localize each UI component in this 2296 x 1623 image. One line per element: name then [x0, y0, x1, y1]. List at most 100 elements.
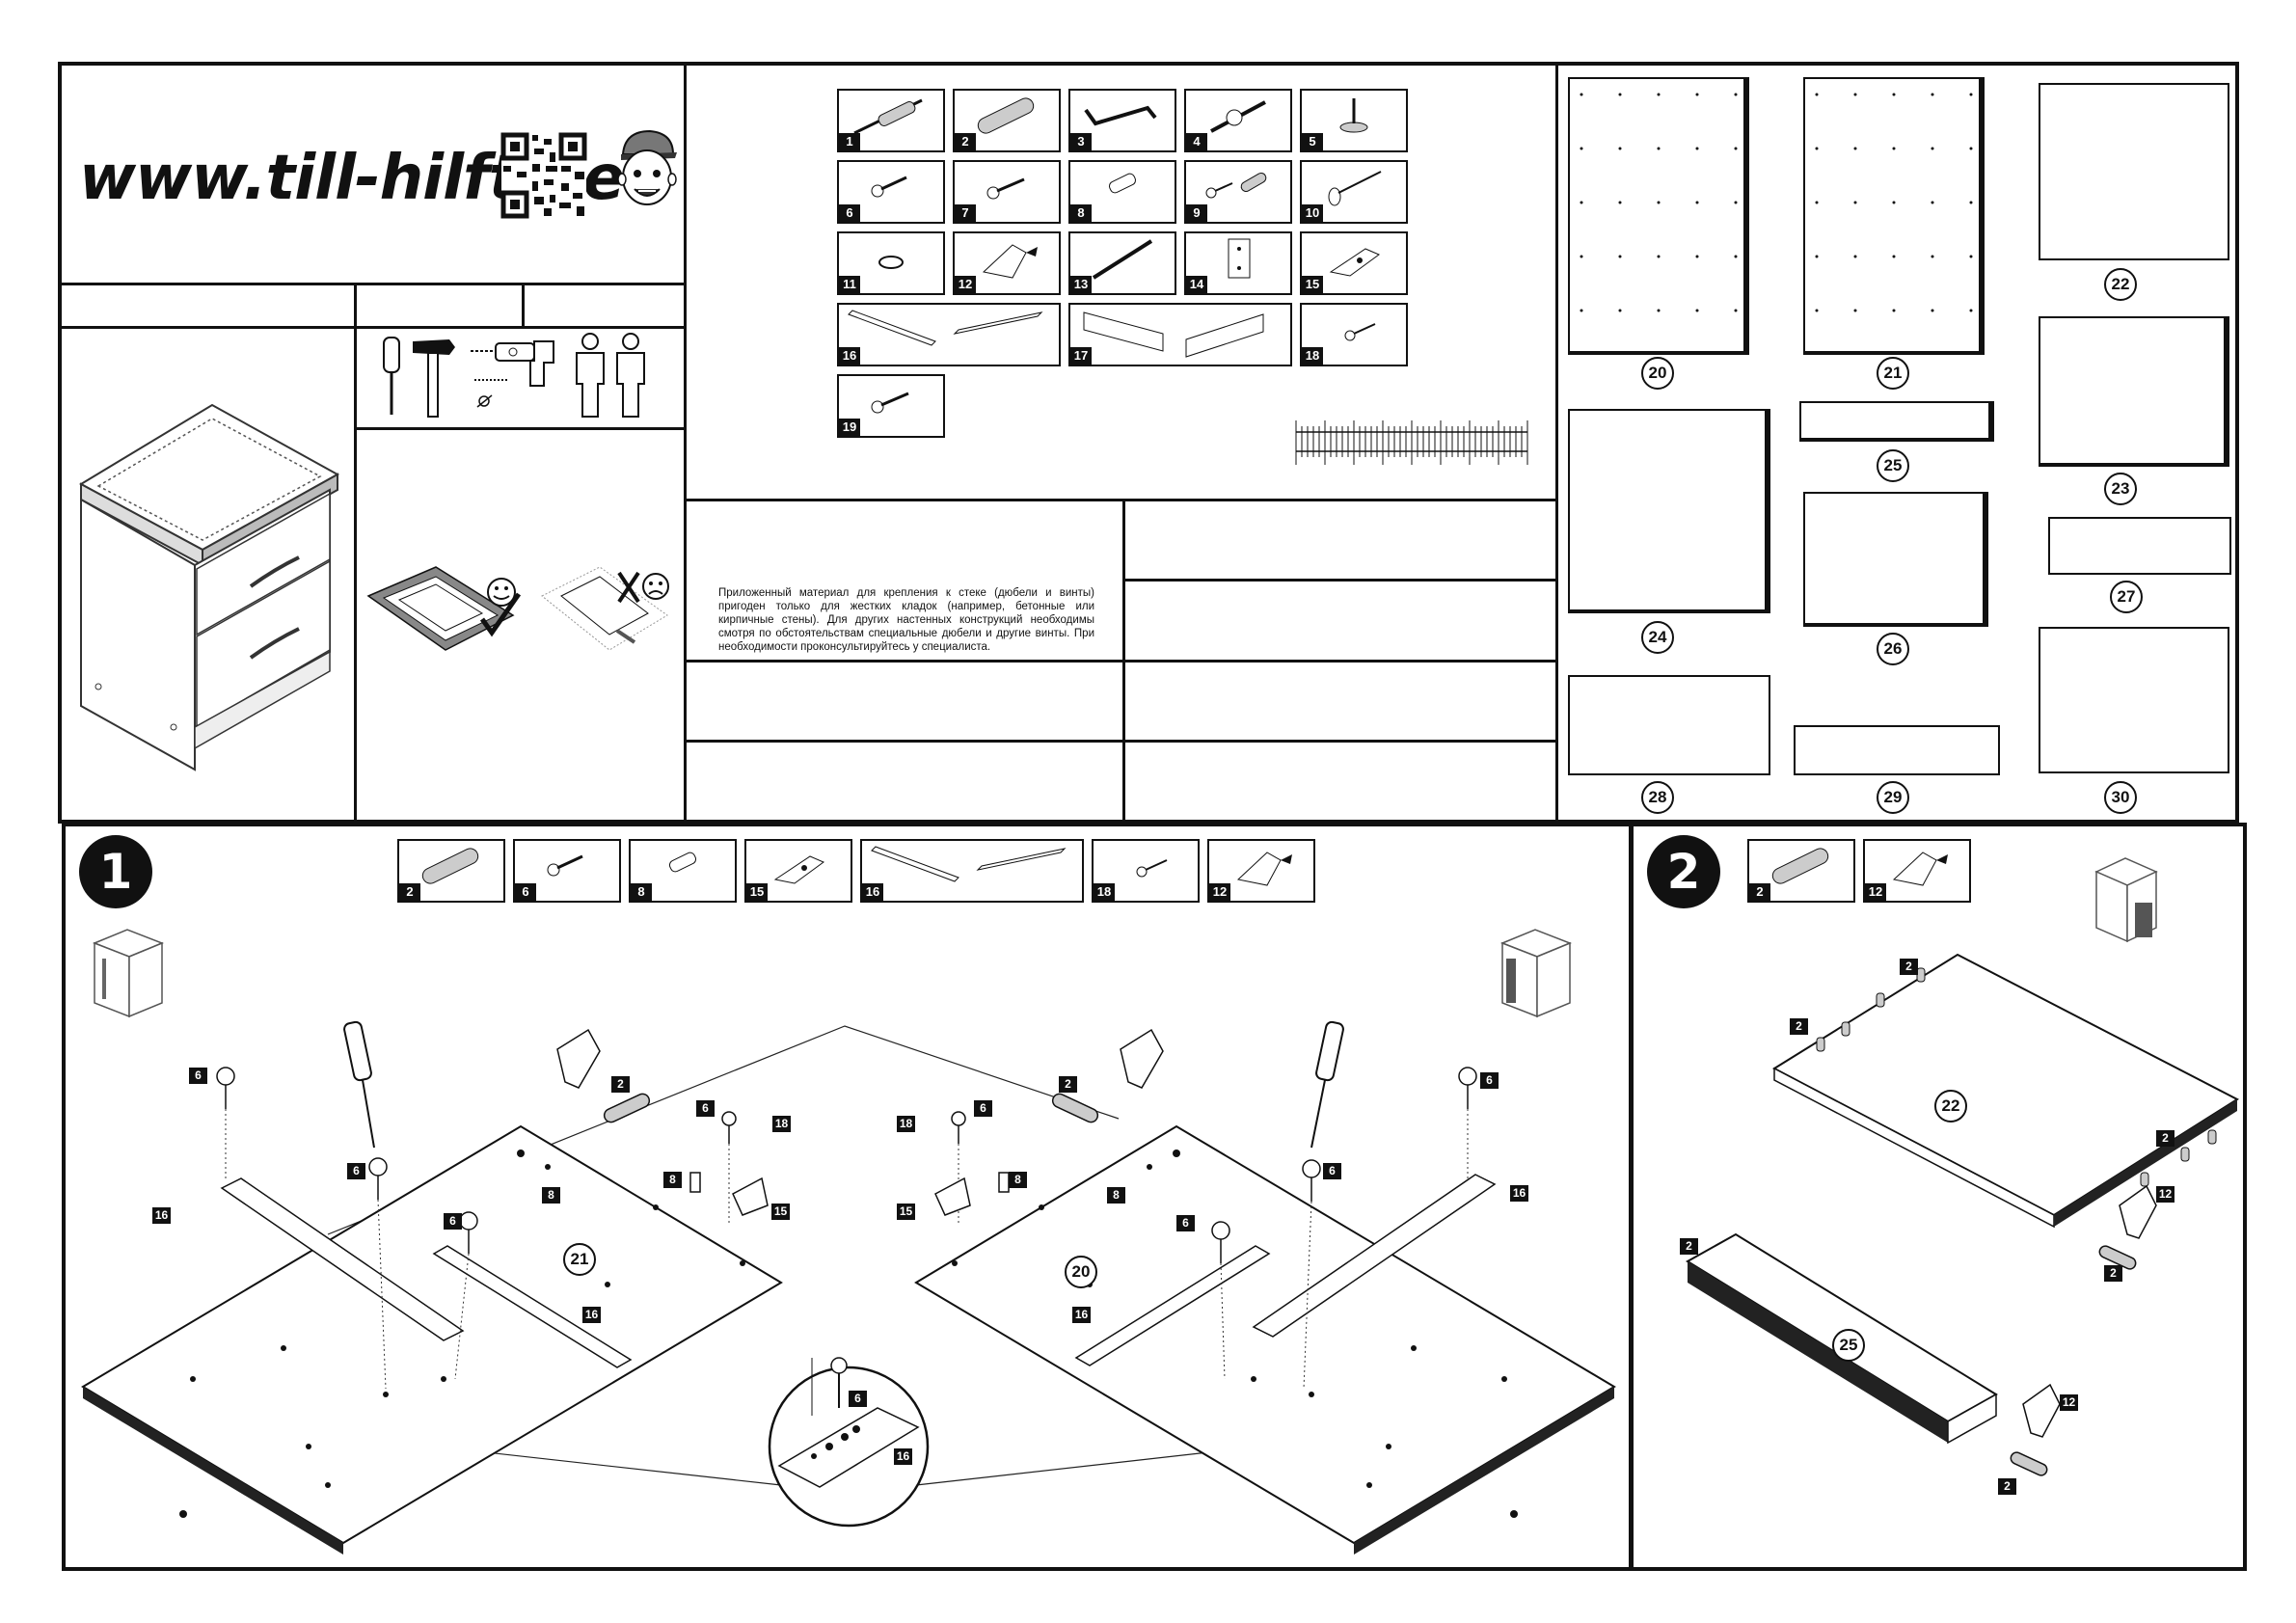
panel-21: [1803, 77, 1985, 355]
hardware-part-17: 17: [1068, 303, 1292, 366]
step-1-part-6: 6: [513, 839, 621, 903]
part-number: 9: [1186, 204, 1207, 222]
part-number: 8: [631, 883, 652, 901]
step-2-assembly-drawing: [1686, 857, 2240, 1476]
hardware-part-7: 7: [953, 160, 1061, 224]
callout-part-8: 8: [663, 1172, 682, 1188]
step-1-panel-label: 21: [563, 1243, 596, 1276]
callout-part-16: 16: [152, 1207, 171, 1224]
nail-icon: [1328, 171, 1382, 206]
panel-number-26: 26: [1877, 633, 1909, 665]
step-2-panel-label: 22: [1934, 1090, 1967, 1123]
carpet-ok-icon: [366, 566, 522, 651]
panel-number-28: 28: [1641, 781, 1674, 814]
part-number: 18: [1302, 347, 1323, 365]
callout-part-6: 6: [1480, 1072, 1499, 1089]
drill-icon: [471, 340, 554, 408]
callout-part-8: 8: [1107, 1187, 1125, 1204]
callout-part-6: 6: [696, 1100, 715, 1117]
callout-part-2: 2: [2156, 1130, 2174, 1147]
callout-part-2: 2: [1790, 1018, 1808, 1035]
step-2-part-12: 12: [1863, 839, 1971, 903]
hardware-part-19: 19: [837, 374, 945, 438]
callout-part-2: 2: [1680, 1238, 1698, 1255]
callout-part-6: 6: [444, 1213, 462, 1230]
callout-part-2: 2: [1900, 959, 1918, 975]
divider: [522, 284, 525, 326]
callout-part-16: 16: [1510, 1185, 1528, 1202]
hardware-part-5: 5: [1300, 89, 1408, 152]
handle-icon: [1084, 105, 1157, 126]
part-number: 17: [1070, 347, 1092, 365]
panel-23: [2039, 316, 2229, 467]
panel-22: [2039, 83, 2229, 260]
ruler-icon: [1295, 420, 1528, 465]
hardware-part-18: 18: [1300, 303, 1408, 366]
callout-part-12: 12: [2156, 1186, 2174, 1203]
step-1-panel-label: 20: [1065, 1256, 1097, 1288]
top-section-frame: [58, 62, 2239, 824]
hardware-part-14: 14: [1184, 231, 1292, 295]
part-number: 13: [1070, 276, 1092, 293]
hard-floor-not-ok-icon: [541, 566, 669, 651]
step-1-assembly-drawing: [81, 929, 1616, 1555]
callout-part-15: 15: [897, 1204, 915, 1220]
hole-pattern: [1580, 93, 1738, 312]
long-screw-icon: [1210, 100, 1266, 133]
wooden-dowel-icon: [421, 848, 479, 884]
callout-part-6: 6: [1323, 1163, 1341, 1179]
small-screw-icon: [1136, 859, 1168, 878]
callout-part-2: 2: [611, 1076, 630, 1093]
panel-number-22: 22: [2104, 268, 2137, 301]
divider: [684, 62, 687, 824]
part-number: 2: [1749, 883, 1770, 901]
part-number: 15: [746, 883, 768, 901]
hardware-part-4: 4: [1184, 89, 1292, 152]
callout-part-16: 16: [582, 1307, 601, 1323]
glue-tube-icon: [1892, 852, 1948, 886]
divider: [684, 499, 1557, 501]
part-number: 19: [839, 419, 860, 436]
screwdriver-icon: [383, 337, 400, 415]
callout-part-2: 2: [1998, 1478, 2016, 1495]
panel-20: [1568, 77, 1749, 355]
hardware-part-11: 11: [837, 231, 945, 295]
cam-bolt-icon: [1108, 173, 1137, 194]
part-number: 7: [955, 204, 976, 222]
panel-30: [2039, 627, 2229, 773]
step-1-part-15: 15: [744, 839, 852, 903]
step-1-part-12: 12: [1207, 839, 1315, 903]
part-number: 5: [1302, 133, 1323, 150]
divider: [684, 660, 1557, 663]
panel-27: [2048, 517, 2231, 575]
step-1-part-2: 2: [397, 839, 505, 903]
drawer-side-panel-icon: [1083, 311, 1264, 358]
two-person-icon: [576, 333, 645, 418]
hardware-part-6: 6: [837, 160, 945, 224]
part-number: 6: [839, 204, 860, 222]
hardware-part-8: 8: [1068, 160, 1176, 224]
cam-bolt-icon: [668, 852, 697, 873]
callout-part-12: 12: [2060, 1394, 2078, 1411]
part-number: 18: [1094, 883, 1115, 901]
wooden-dowel-icon: [1771, 848, 1829, 884]
panel-28: [1568, 675, 1770, 775]
screw-and-plug-icon: [1205, 173, 1267, 199]
callout-part-15: 15: [771, 1204, 790, 1220]
rod-icon: [1092, 239, 1153, 280]
angle-bracket-icon: [773, 855, 825, 884]
panel-number-27: 27: [2110, 581, 2143, 613]
drawer-runner-icon: [871, 846, 1067, 882]
step-1-part-8: 8: [629, 839, 737, 903]
wall-plug-screw-icon: [853, 98, 923, 135]
drawer-runner-icon: [848, 310, 1043, 346]
part-number: 8: [1070, 204, 1092, 222]
panel-number-23: 23: [2104, 473, 2137, 505]
angle-bracket-icon: [1329, 248, 1381, 277]
wall-mounting-notice: Приложенный материал для крепления к сте…: [718, 587, 1094, 653]
hardware-part-15: 15: [1300, 231, 1408, 295]
part-number: 3: [1070, 133, 1092, 150]
part-number: 12: [955, 276, 976, 293]
panel-26: [1803, 492, 1988, 627]
part-number: 4: [1186, 133, 1207, 150]
